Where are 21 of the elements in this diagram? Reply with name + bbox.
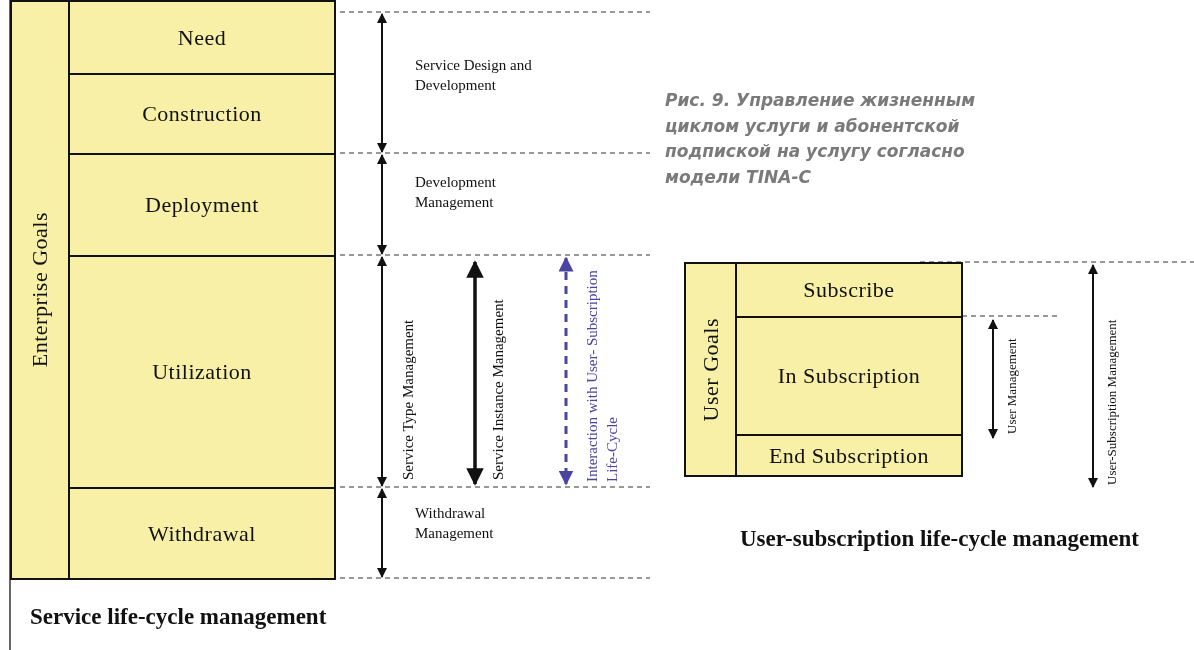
stage-box: Enterprise Goals (10, 0, 70, 580)
stage-box: Need (68, 0, 336, 75)
annotation-label: Service Design and Development (415, 56, 533, 96)
stage-box: In Subscription (735, 316, 963, 436)
stage-box: Utilization (68, 255, 336, 489)
annotation-label: Service Instance Management (489, 298, 507, 480)
section-heading: User-subscription life-cycle management (740, 525, 1140, 553)
stage-box: User Goals (684, 262, 737, 477)
annotation-label: Interaction with User- Subscription Life-Cycle (583, 269, 622, 482)
stage-box: Subscribe (735, 262, 963, 318)
stage-box: End Subscription (735, 434, 963, 477)
annotation-label: Withdrawal Management (415, 504, 495, 544)
section-heading: Service life-cycle management (30, 603, 328, 631)
annotation-label: Service Type Management (399, 318, 417, 480)
annotation-label: Development Management (415, 173, 497, 213)
stage-box: Withdrawal (68, 487, 336, 580)
stage-box: Deployment (68, 153, 336, 257)
figure-caption: Рис. 9. Управление жизненным циклом услуги и абонентской подпиской на услугу согласно модели TINA-C (665, 89, 977, 189)
annotation-label: User Management (1003, 337, 1020, 434)
annotation-label: User-Subscription Management (1103, 318, 1120, 485)
stage-box: Construction (68, 73, 336, 155)
